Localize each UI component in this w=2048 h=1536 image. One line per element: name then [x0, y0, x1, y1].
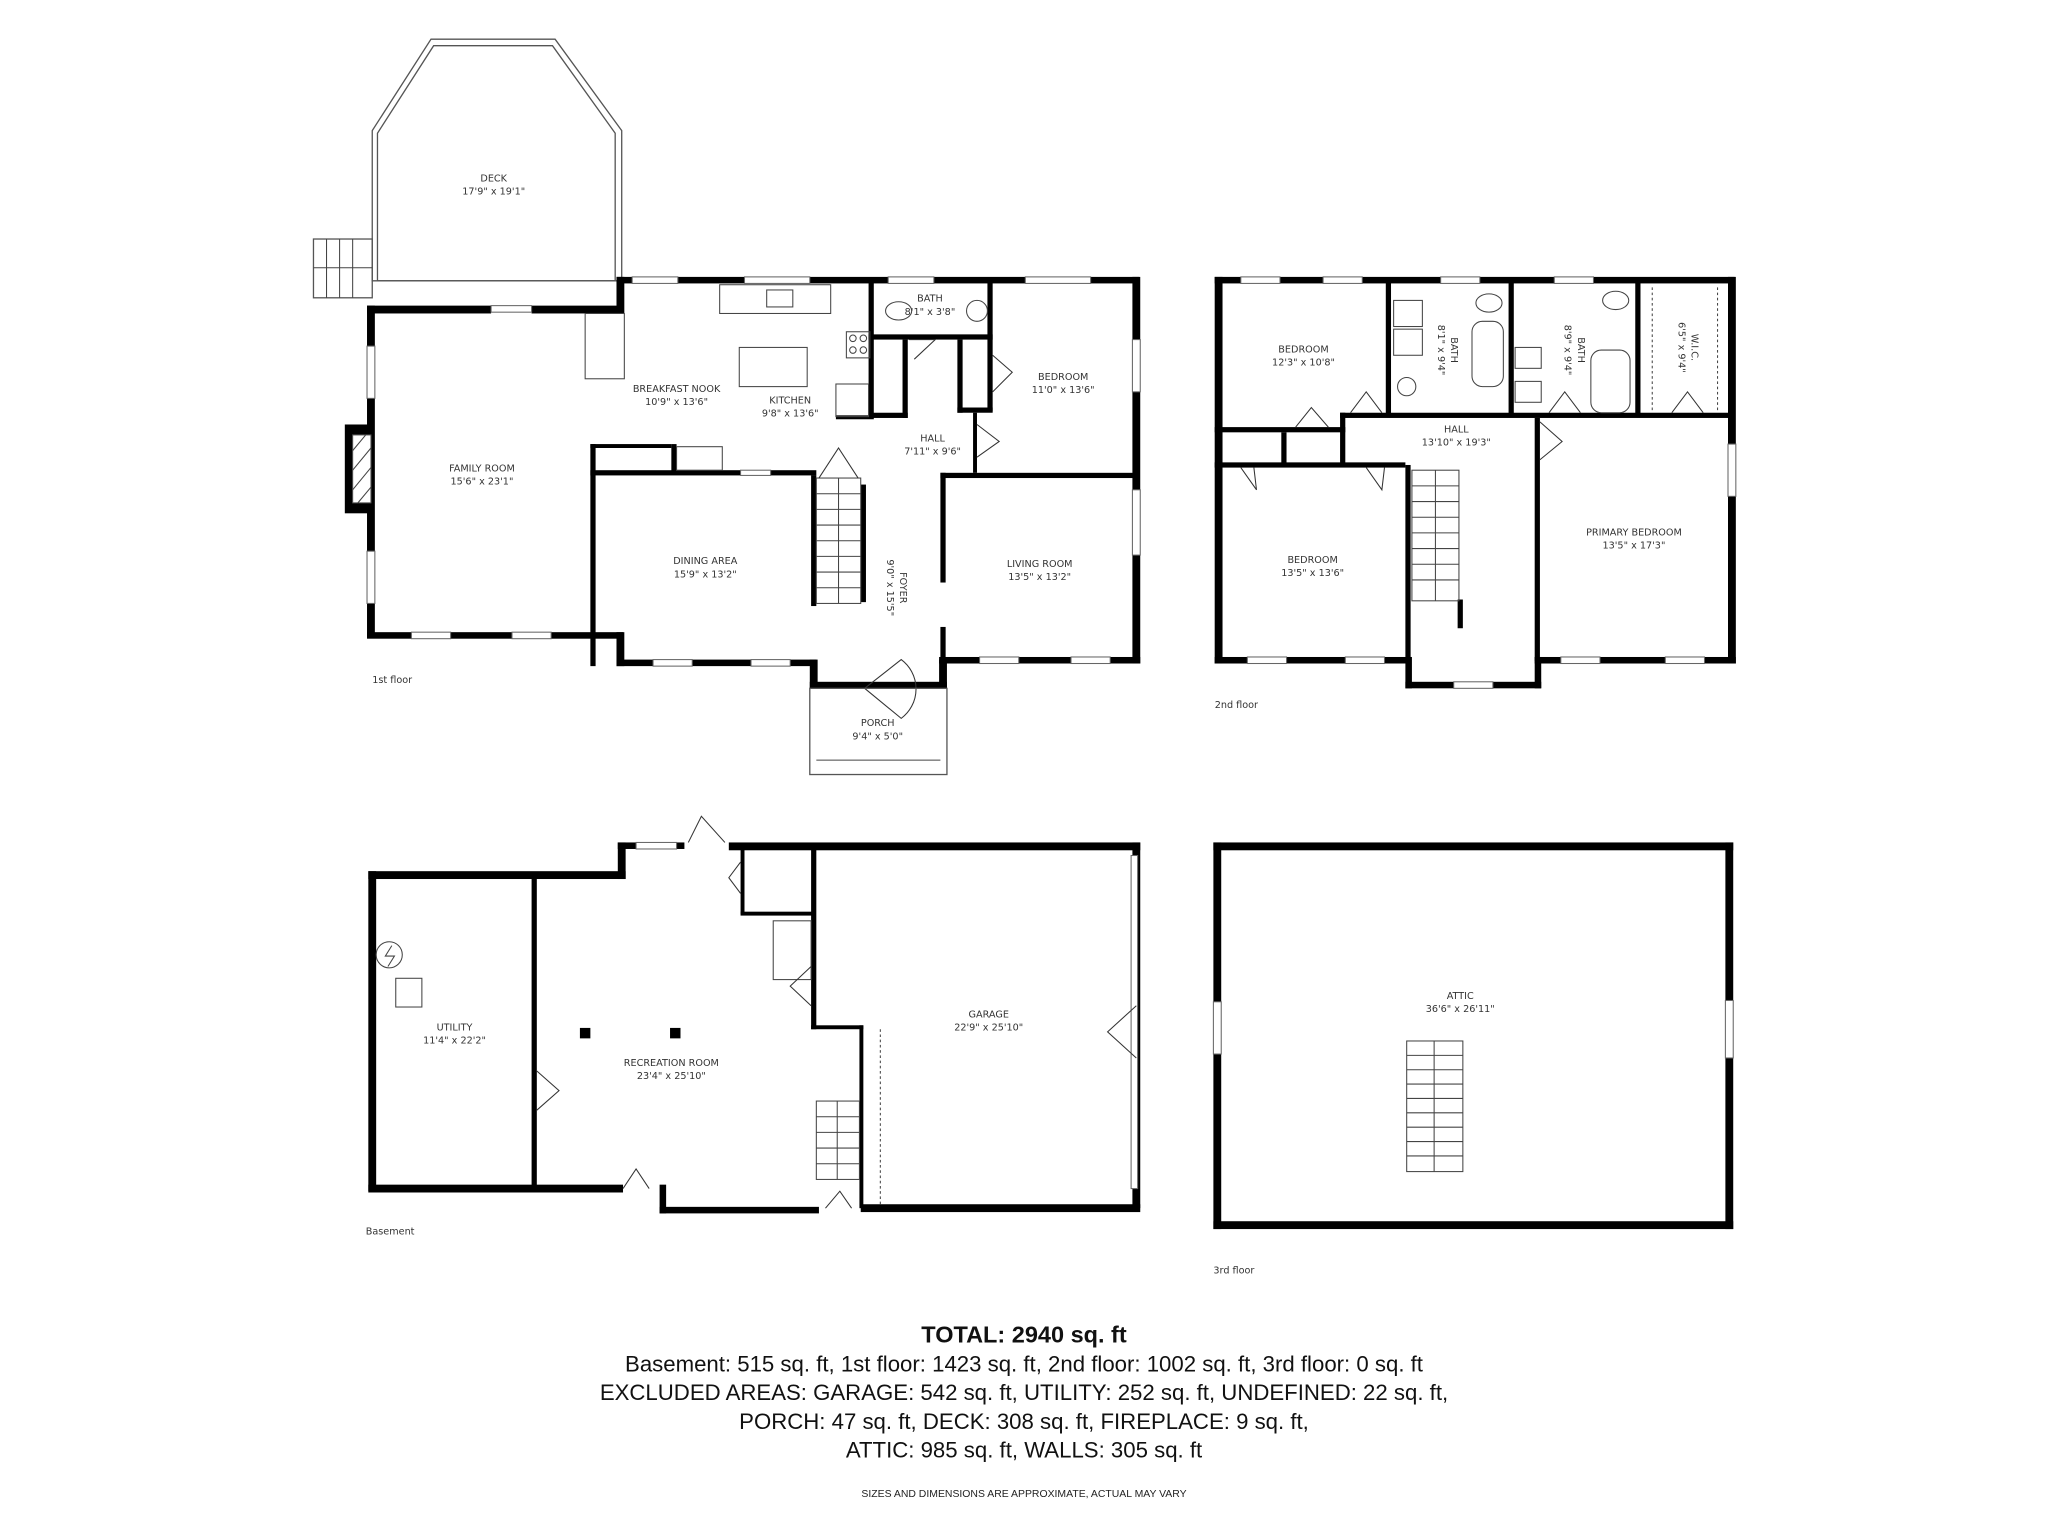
- disclaimer: SIZES AND DIMENSIONS ARE APPROXIMATE, AC…: [861, 1489, 1186, 1500]
- bath-2-dim: 8'9" x 9'4": [1562, 325, 1573, 376]
- attic-label: ATTIC: [1447, 991, 1474, 1002]
- wic-dim: 6'5" x 9'4": [1675, 322, 1686, 373]
- bedroom-label: BEDROOM: [1038, 372, 1088, 383]
- total-area: TOTAL: 2940 sq. ft: [921, 1322, 1127, 1348]
- third-floor-label: 3rd floor: [1213, 1265, 1254, 1276]
- kitchen-dim: 9'8" x 13'6": [762, 409, 819, 420]
- area-summary: TOTAL: 2940 sq. ft Basement: 515 sq. ft,…: [600, 1322, 1448, 1500]
- first-floor-plan: DECK 17'9" x 19'1": [312, 38, 1141, 776]
- family-room-dim: 15'6" x 23'1": [450, 477, 513, 488]
- living-room-dim: 13'5" x 13'2": [1008, 572, 1071, 583]
- porch: [809, 687, 948, 776]
- second-floor-label: 2nd floor: [1215, 700, 1258, 711]
- basement-floor-label: Basement: [366, 1226, 415, 1237]
- porch-label: PORCH: [861, 718, 895, 729]
- primary-bedroom-dim: 13'5" x 17'3": [1602, 541, 1665, 552]
- foyer-label: FOYER: [897, 572, 908, 604]
- utility-label: UTILITY: [437, 1023, 473, 1034]
- second-hall-label: HALL: [1444, 424, 1469, 435]
- first-floor-stairs: [815, 477, 862, 604]
- excluded-areas-1: EXCLUDED AREAS: GARAGE: 542 sq. ft, UTIL…: [600, 1380, 1448, 1405]
- excluded-areas-2: PORCH: 47 sq. ft, DECK: 308 sq. ft, FIRE…: [739, 1409, 1309, 1434]
- bedroom-sw-label: BEDROOM: [1287, 555, 1337, 566]
- porch-dim: 9'4" x 5'0": [852, 731, 903, 742]
- bath-1-label: BATH: [1448, 337, 1459, 363]
- wic-label: W.I.C.: [1688, 334, 1699, 361]
- bedroom-nw-label: BEDROOM: [1278, 345, 1328, 356]
- basement-plan: UTILITY 11'4" x 22'2" RECREATION ROOM 23…: [366, 815, 1141, 1237]
- bedroom-dim: 11'0" x 13'6": [1032, 385, 1095, 396]
- attic-dim: 36'6" x 26'11": [1426, 1004, 1495, 1015]
- deck-dim: 17'9" x 19'1": [462, 187, 525, 198]
- bedroom-sw-dim: 13'5" x 13'6": [1281, 568, 1344, 579]
- garage-label: GARAGE: [969, 1009, 1009, 1020]
- family-room-label: FAMILY ROOM: [449, 464, 515, 475]
- bath-label: BATH: [917, 294, 943, 305]
- bedroom-nw-dim: 12'3" x 10'8": [1272, 358, 1335, 369]
- kitchen-fixtures: [584, 284, 988, 471]
- dining-area-dim: 15'9" x 13'2": [674, 569, 737, 580]
- second-floor-plan: BEDROOM 12'3" x 10'8" BATH 8'1" x 9'4" B…: [1214, 276, 1737, 711]
- hall-dim: 7'11" x 9'6": [904, 447, 961, 458]
- second-hall-dim: 13'10" x 19'3": [1422, 437, 1491, 448]
- recreation-room-label: RECREATION ROOM: [624, 1058, 719, 1069]
- recreation-room-dim: 23'4" x 25'10": [637, 1071, 706, 1082]
- utility-dim: 11'4" x 22'2": [423, 1036, 486, 1047]
- floor-areas: Basement: 515 sq. ft, 1st floor: 1423 sq…: [625, 1351, 1423, 1376]
- primary-bedroom-label: PRIMARY BEDROOM: [1586, 528, 1682, 539]
- dining-area-label: DINING AREA: [673, 556, 738, 567]
- bath-1-dim: 8'1" x 9'4": [1435, 325, 1446, 376]
- hall-label: HALL: [920, 433, 945, 444]
- foyer-dim: 9'0" x 15'5": [884, 559, 895, 616]
- bath-2-label: BATH: [1575, 337, 1586, 363]
- kitchen-label: KITCHEN: [769, 396, 811, 407]
- deck: DECK 17'9" x 19'1": [312, 38, 623, 299]
- deck-label: DECK: [480, 174, 507, 185]
- first-floor-label: 1st floor: [372, 675, 412, 686]
- breakfast-nook-label: BREAKFAST NOOK: [633, 384, 721, 395]
- first-floor-walls: [344, 276, 1141, 689]
- bath-dim: 8'1" x 3'8": [905, 307, 956, 318]
- garage-dim: 22'9" x 25'10": [954, 1023, 1023, 1034]
- third-floor-plan: ATTIC 36'6" x 26'11" 3rd floor: [1212, 842, 1734, 1276]
- breakfast-nook-dim: 10'9" x 13'6": [645, 397, 708, 408]
- excluded-areas-3: ATTIC: 985 sq. ft, WALLS: 305 sq. ft: [846, 1438, 1202, 1463]
- living-room-label: LIVING ROOM: [1007, 559, 1073, 570]
